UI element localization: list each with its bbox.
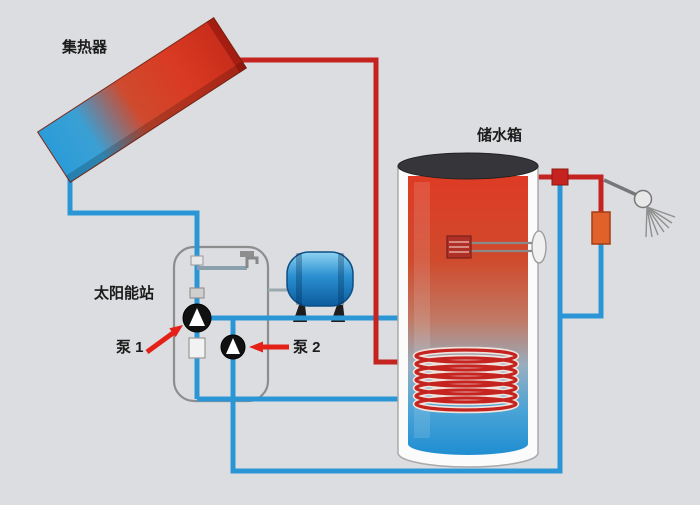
label-pump1: 泵 1 xyxy=(116,339,144,356)
tank-top-cap xyxy=(397,152,539,180)
label-pump2: 泵 2 xyxy=(293,339,321,356)
pump-1 xyxy=(182,303,212,333)
tee-fitting-icon xyxy=(551,168,569,186)
shower xyxy=(603,178,676,238)
pump2-arrow-head xyxy=(249,341,263,353)
station-valve-icon xyxy=(189,287,205,299)
collector-edge-shade xyxy=(65,61,247,183)
vessel-ring-right xyxy=(338,253,344,305)
element-flange xyxy=(531,230,547,264)
check-valve-icon xyxy=(188,337,206,359)
tap-handle-icon xyxy=(240,251,254,257)
label-station: 太阳能站 xyxy=(94,284,154,302)
pump1-arrow-head xyxy=(169,325,183,338)
vessel-body xyxy=(286,251,354,307)
label-collector: 集热器 xyxy=(61,38,108,56)
station-fitting-top xyxy=(190,255,204,266)
cold-pipes xyxy=(67,170,604,474)
pipe-mixer-cold-feed xyxy=(562,243,604,319)
solar-collector xyxy=(36,16,248,184)
vessel-ring-left xyxy=(296,253,302,305)
mixing-valve-icon xyxy=(591,211,611,245)
label-tank: 储水箱 xyxy=(477,126,522,144)
pump2-rotor-icon xyxy=(226,338,240,354)
hot-pipes xyxy=(228,57,604,365)
storage-tank xyxy=(397,152,547,468)
shower-arm xyxy=(603,178,640,198)
pump-2 xyxy=(220,334,246,360)
collector-panel xyxy=(36,16,248,184)
pump1-arrow-shaft xyxy=(145,330,175,355)
pump1-rotor-icon xyxy=(189,308,205,326)
station-fittings xyxy=(188,251,259,359)
pipe-cold-supply-riser xyxy=(230,182,563,474)
heating-element xyxy=(446,230,547,264)
pipe-hot-outlet xyxy=(513,174,604,214)
annotations xyxy=(145,325,289,355)
shower-head-icon xyxy=(633,189,653,209)
tap-valve-icon xyxy=(245,256,259,268)
shower-spray xyxy=(645,206,676,238)
heating-coil xyxy=(412,346,520,414)
collector-end-shade xyxy=(207,17,247,73)
pipe-collector-flow xyxy=(228,57,418,365)
